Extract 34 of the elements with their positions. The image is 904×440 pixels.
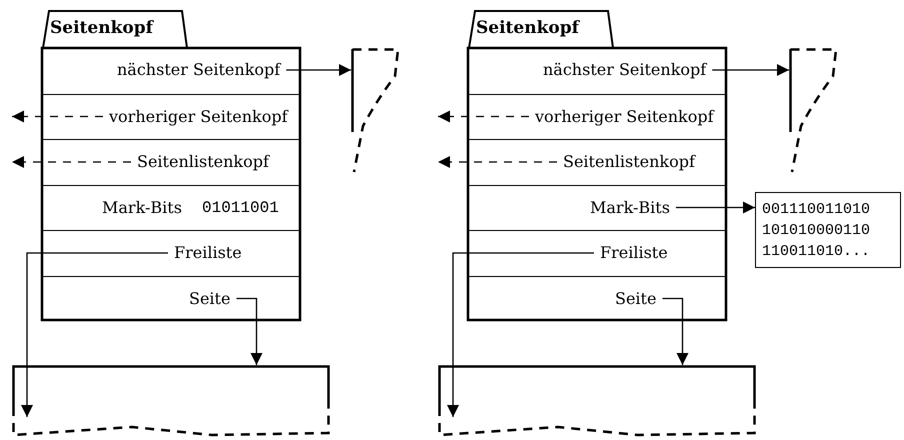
field-label: Seitenlistenkopf bbox=[563, 152, 695, 172]
arrow bbox=[12, 110, 103, 122]
arrow bbox=[438, 110, 529, 122]
truncated-record-outline bbox=[789, 48, 837, 172]
bit-string: 001110011010 101010000110 110011010... bbox=[762, 200, 872, 262]
arrow bbox=[712, 64, 789, 76]
field-label: vorheriger Seitenkopf bbox=[109, 106, 288, 126]
record-frame bbox=[468, 10, 726, 320]
arrow bbox=[286, 64, 351, 76]
field-label: Mark-Bits bbox=[102, 198, 182, 218]
record-title: Seitenkopf bbox=[50, 18, 153, 38]
field-label: vorheriger Seitenkopf bbox=[535, 106, 714, 126]
arrow bbox=[447, 252, 594, 417]
arrow bbox=[236, 298, 262, 365]
truncated-record-outline bbox=[351, 48, 399, 172]
field-label: Seite bbox=[189, 288, 230, 308]
field-label: nächster Seitenkopf bbox=[117, 60, 280, 80]
field-label: Seite bbox=[615, 288, 656, 308]
memory-page-outline bbox=[12, 365, 330, 437]
arrow bbox=[438, 156, 557, 168]
memory-page-outline bbox=[438, 365, 756, 437]
arrow bbox=[676, 202, 755, 214]
field-label: Mark-Bits bbox=[590, 198, 670, 218]
arrow bbox=[12, 156, 131, 168]
field-label: Freiliste bbox=[174, 243, 242, 263]
record-title: Seitenkopf bbox=[476, 18, 579, 38]
field-label: Freiliste bbox=[600, 243, 668, 263]
field-label: nächster Seitenkopf bbox=[543, 60, 706, 80]
record-frame bbox=[42, 10, 300, 320]
bit-string: 01011001 bbox=[202, 198, 279, 218]
arrow bbox=[662, 298, 688, 365]
bitmap-box bbox=[755, 192, 901, 268]
arrow bbox=[21, 252, 168, 417]
field-label: Seitenlistenkopf bbox=[137, 152, 269, 172]
